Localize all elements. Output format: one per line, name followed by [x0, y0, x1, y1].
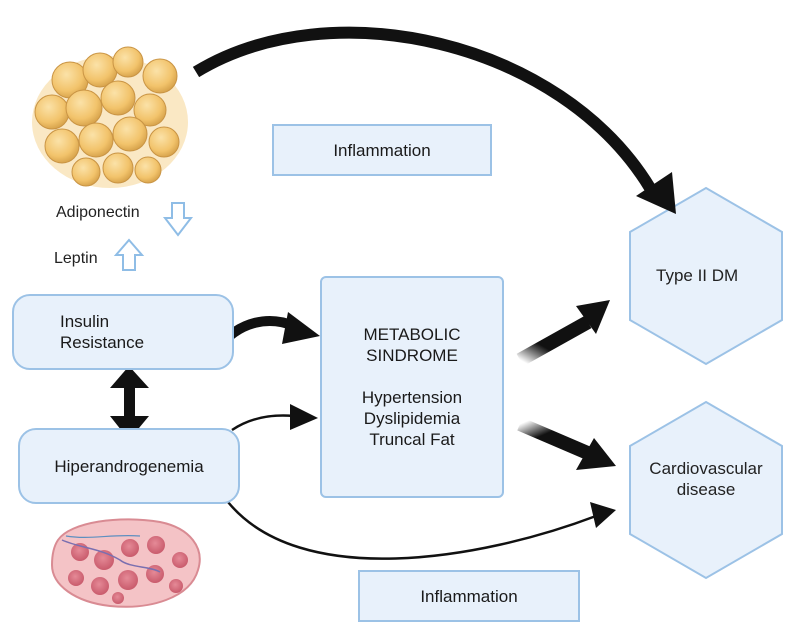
up-hollow-arrow-icon [113, 238, 145, 271]
metabolic-syndrome-items: Hypertension Dyslipidemia Truncal Fat [361, 388, 463, 449]
leptin-label: Leptin [54, 250, 98, 267]
polycystic-ovary-icon [50, 518, 201, 608]
insulin-resistance-box: Insulin Resistance [12, 294, 234, 370]
type2dm-label: Type II DM [656, 266, 739, 285]
inflammation-bottom-label: Inflammation [420, 586, 518, 606]
cardiovascular-hexagon [629, 400, 783, 580]
insulin-resistance-label: Insulin Resistance [60, 312, 145, 352]
cardiovascular-label: Cardiovascular disease [649, 459, 763, 499]
metabolic-syndrome-title: METABOLIC SINDROME [363, 325, 461, 365]
hiperandrogenemia-label: Hiperandrogenemia [54, 456, 204, 476]
metabolic-to-t2dm-arrow [516, 300, 610, 367]
hiperandrogenemia-box: Hiperandrogenemia [18, 428, 240, 504]
metabolic-syndrome-box: METABOLIC SINDROME Hypertension Dyslipid… [320, 276, 504, 498]
inflammation-top-box: Inflammation [272, 124, 492, 176]
type2dm-hexagon [629, 186, 783, 366]
adipose-tissue-icon [32, 46, 188, 188]
inflammation-bottom-box: Inflammation [358, 570, 580, 622]
inflammation-top-label: Inflammation [333, 140, 431, 160]
adiponectin-label: Adiponectin [56, 204, 140, 221]
hiperandrogenemia-to-metabolic-arrow [231, 404, 318, 432]
adipose-to-t2dm-arrow [192, 26, 676, 214]
metabolic-to-cardiovascular-arrow [517, 417, 616, 470]
down-hollow-arrow-icon [162, 202, 194, 237]
hiperandrogenemia-to-cardiovascular-arrow [227, 501, 616, 560]
